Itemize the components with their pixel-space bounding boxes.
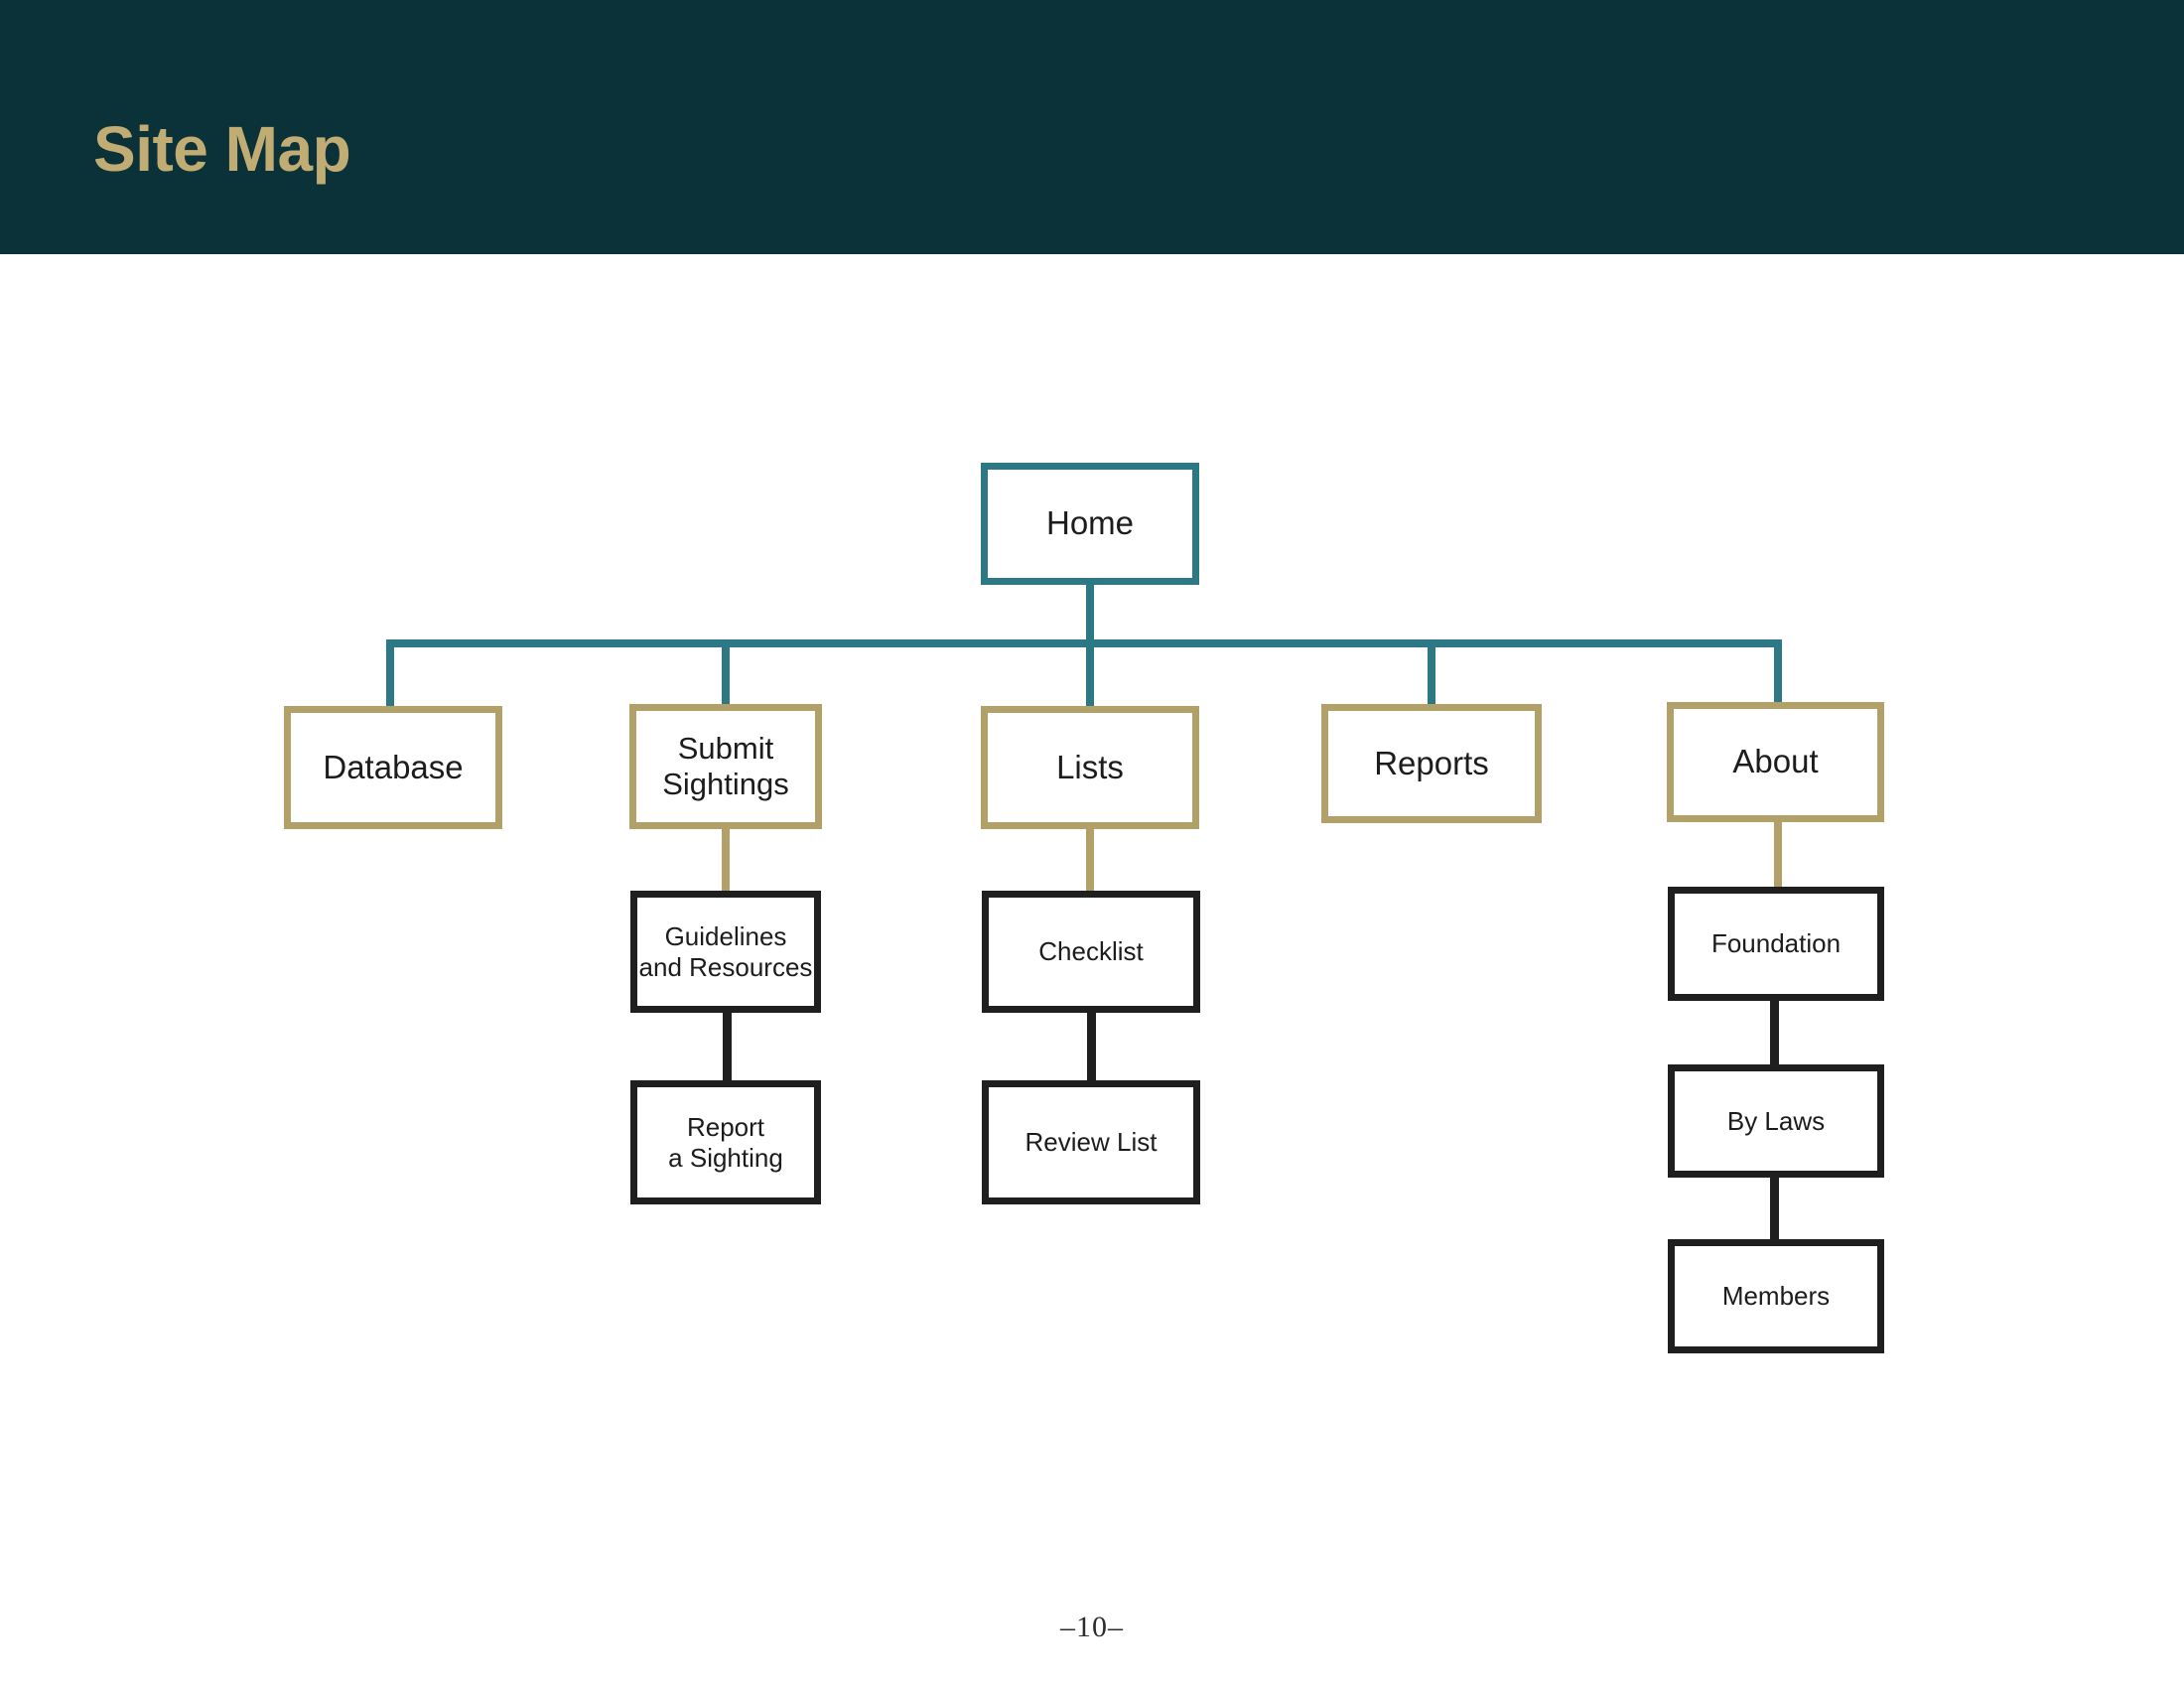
node-about-label: About xyxy=(1732,743,1819,780)
node-lists[interactable]: Lists xyxy=(981,706,1199,829)
node-review-list-label: Review List xyxy=(1024,1127,1158,1158)
connector-home-down xyxy=(1086,585,1094,639)
node-report-a-sighting-label: Report a Sighting xyxy=(668,1112,783,1173)
connector-about-to-foundation xyxy=(1774,822,1782,887)
node-checklist-label: Checklist xyxy=(1038,936,1144,967)
node-by-laws-label: By Laws xyxy=(1726,1105,1826,1136)
connector-submit-to-guidelines xyxy=(722,829,730,891)
node-foundation-label: Foundation xyxy=(1710,928,1842,959)
node-guidelines-and-resources-label: Guidelines and Resources xyxy=(638,921,813,982)
connector-guidelines-to-report xyxy=(723,1013,732,1080)
sitemap-diagram: Home Database Submit Sightings Lists Rep… xyxy=(0,254,2184,1688)
node-report-a-sighting[interactable]: Report a Sighting xyxy=(630,1080,821,1204)
node-reports[interactable]: Reports xyxy=(1321,704,1542,823)
node-by-laws[interactable]: By Laws xyxy=(1668,1064,1884,1178)
connector-drop-database xyxy=(386,639,394,706)
connector-lists-to-checklist xyxy=(1086,829,1094,891)
connector-checklist-to-review-list xyxy=(1087,1013,1096,1080)
connector-drop-about xyxy=(1774,639,1782,704)
node-home-label: Home xyxy=(1045,504,1135,542)
node-members[interactable]: Members xyxy=(1668,1239,1884,1353)
node-guidelines-and-resources[interactable]: Guidelines and Resources xyxy=(630,891,821,1013)
node-reports-label: Reports xyxy=(1374,744,1489,781)
node-checklist[interactable]: Checklist xyxy=(982,891,1200,1013)
node-database[interactable]: Database xyxy=(284,706,502,829)
node-database-label: Database xyxy=(323,748,464,785)
page-title: Site Map xyxy=(93,113,351,185)
connector-drop-submit-sightings xyxy=(722,639,730,706)
connector-by-laws-to-members xyxy=(1770,1178,1779,1239)
connector-horizontal-bus xyxy=(386,639,1782,647)
node-foundation[interactable]: Foundation xyxy=(1668,887,1884,1001)
node-lists-label: Lists xyxy=(1056,748,1124,785)
node-submit-sightings-label: Submit Sightings xyxy=(662,731,789,801)
header-band xyxy=(0,0,2184,254)
connector-drop-reports xyxy=(1428,639,1435,705)
node-about[interactable]: About xyxy=(1667,702,1884,822)
node-submit-sightings[interactable]: Submit Sightings xyxy=(629,704,822,829)
node-review-list[interactable]: Review List xyxy=(982,1080,1200,1204)
node-members-label: Members xyxy=(1721,1281,1831,1312)
connector-drop-lists xyxy=(1086,639,1094,706)
node-home[interactable]: Home xyxy=(981,463,1199,585)
page-number: –10– xyxy=(1060,1611,1124,1643)
connector-foundation-to-by-laws xyxy=(1770,1001,1779,1064)
